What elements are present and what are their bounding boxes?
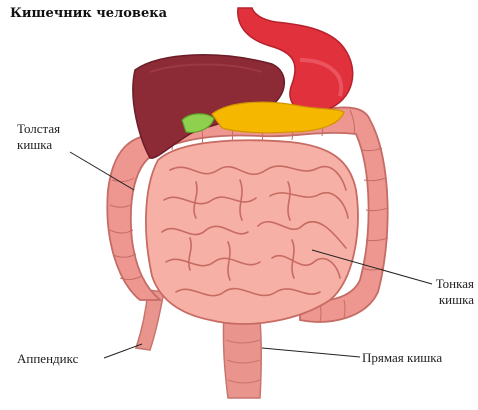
label-small-intestine: Тонкая кишка: [430, 276, 474, 308]
label-large-intestine-line1: Толстая: [17, 121, 60, 137]
label-rectum: Прямая кишка: [362, 350, 442, 366]
label-large-intestine: Толстая кишка: [17, 121, 60, 153]
label-small-intestine-line1: Тонкая: [430, 276, 474, 292]
leader-appendix: [104, 344, 142, 358]
label-small-intestine-line2: кишка: [430, 292, 474, 308]
diagram-title: Кишечник человека: [10, 6, 167, 21]
label-appendix: Аппендикс: [17, 351, 78, 367]
leader-rectum: [262, 348, 360, 357]
label-large-intestine-line2: кишка: [17, 137, 60, 153]
